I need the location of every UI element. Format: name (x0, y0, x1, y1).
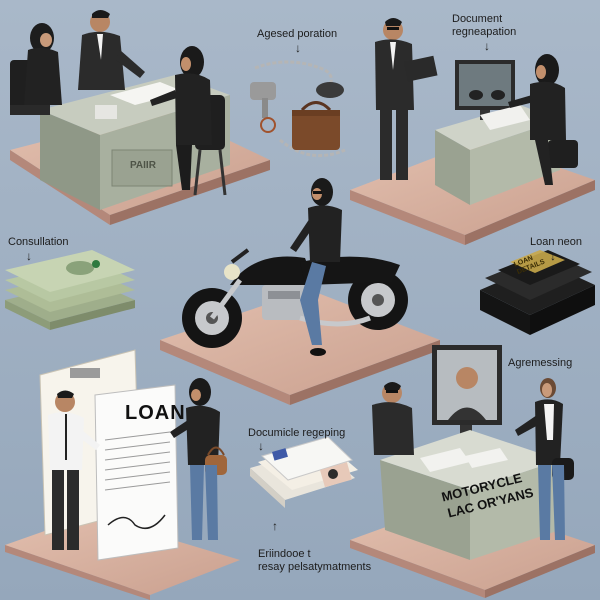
loan-paper-title: LOAN (125, 402, 186, 424)
up-arrow-icon: ↑ (272, 519, 278, 533)
label-top-right-line2: regneapation (452, 26, 517, 38)
label-bottom-right: Agremessing (508, 357, 573, 369)
scene-loan-document (5, 349, 240, 600)
down-arrow-icon: ↓ (295, 41, 301, 55)
label-top-center: Agesed poration (257, 28, 338, 40)
down-arrow-icon: ↓ (258, 439, 264, 453)
scene-dealer-desk (350, 345, 595, 598)
label-bottom-caption-1: Eriindooe t (258, 548, 311, 560)
label-bottom-center: Documicle regeping (248, 427, 346, 439)
scene-loan-books (480, 250, 595, 335)
scene-cash-stack (5, 250, 135, 330)
desk-plate: PAIIR (130, 160, 156, 171)
scene-top-right-document-office (350, 18, 595, 245)
scene-keys-and-bag (250, 60, 346, 158)
label-mid-right: Loan neon (530, 236, 582, 248)
scene-top-left-desk-meeting (10, 10, 270, 225)
label-bottom-caption-2: resay pelsatymatments (258, 561, 372, 573)
scene-motorcycle-platform (160, 178, 440, 405)
down-arrow-icon: ↓ (550, 249, 556, 263)
down-arrow-icon: ↓ (26, 249, 32, 263)
label-top-right-line1: Document (452, 13, 503, 25)
scene-id-documents (250, 436, 358, 508)
label-mid-left: Consullation (8, 236, 69, 248)
down-arrow-icon: ↓ (484, 39, 490, 53)
